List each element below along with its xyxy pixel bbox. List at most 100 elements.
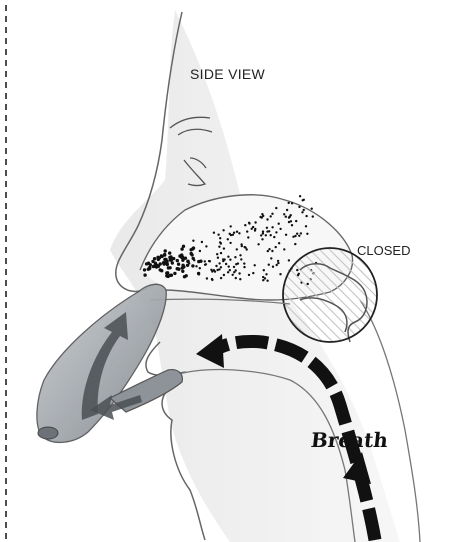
spray-particle [219,237,221,239]
spray-particle [270,257,272,259]
spray-particle [273,236,275,238]
side-view-label: SIDE VIEW [190,66,265,82]
spray-particle [190,252,193,255]
spray-particle [265,234,267,236]
spray-particle [262,232,264,234]
spray-particle [233,266,235,268]
spray-particle [300,232,302,234]
spray-particle [227,238,229,240]
spray-particle [266,280,268,282]
spray-particle [191,264,194,267]
spray-particle [292,236,294,238]
spray-particle [199,250,201,252]
spray-particle [286,209,288,211]
spray-particle [206,277,208,279]
spray-particle [266,218,268,220]
spray-particle [262,276,264,278]
spray-particle [164,249,167,252]
breath-label: Breath [310,428,389,452]
spray-particle [176,267,179,270]
spray-particle [181,255,184,258]
spray-particle [236,231,238,233]
spray-particle [254,264,256,266]
spray-particle [301,211,303,213]
spray-particle [205,245,207,247]
spray-particle [268,264,270,266]
spray-particle [143,273,146,276]
device-end-cap [38,427,58,439]
spray-particle [288,221,290,223]
spray-particle [173,272,176,275]
spray-particle [279,273,281,275]
spray-particle [169,258,172,261]
spray-particle [229,259,231,261]
spray-particle [261,213,263,215]
spray-particle [283,213,285,215]
spray-particle [211,278,213,280]
spray-particle [192,240,194,242]
spray-particle [180,247,183,250]
spray-particle [225,263,227,265]
spray-particle [233,271,235,273]
spray-particle [299,195,301,197]
spray-particle [235,277,237,279]
spray-particle [192,257,195,260]
spray-particle [228,265,230,267]
spray-particle [208,260,210,262]
spray-particle [270,215,272,217]
spray-particle [267,250,269,252]
spray-particle [185,274,188,277]
spray-particle [168,251,171,254]
spray-particle [223,274,225,276]
spray-particle [186,260,189,263]
spray-particle [201,241,203,243]
spray-particle [235,263,237,265]
spray-particle [306,233,308,235]
spray-particle [167,266,170,269]
spray-particle [238,272,240,274]
spray-particle [157,265,160,268]
spray-particle [171,261,174,264]
spray-particle [298,235,300,237]
spray-particle [278,223,280,225]
spray-particle [271,213,273,215]
spray-particle [217,234,219,236]
spray-particle [271,226,273,228]
spray-particle [295,220,297,222]
spray-particle [262,279,264,281]
spray-particle [240,258,242,260]
spray-particle [220,277,222,279]
spray-particle [227,271,229,273]
spray-particle [192,246,195,249]
spray-particle [218,246,220,248]
spray-particle [312,215,314,217]
spray-particle [229,269,231,271]
spray-particle [213,232,215,234]
spray-particle [268,230,270,232]
spray-particle [215,265,217,267]
spray-particle [165,271,168,274]
spray-particle [294,243,296,245]
spray-particle [204,264,206,266]
spray-particle [275,207,277,209]
spray-particle [303,209,305,211]
spray-particle [199,267,201,269]
spray-particle [252,272,254,274]
spray-particle [277,262,279,264]
spray-particle [246,230,248,232]
spray-particle [160,269,163,272]
spray-particle [219,241,221,243]
spray-particle [164,261,167,264]
spray-particle [285,216,287,218]
spray-particle [157,258,160,261]
spray-particle [229,242,231,244]
spray-particle [233,232,235,234]
spray-particle [285,234,287,236]
spray-particle [244,246,246,248]
spray-particle [261,216,263,218]
spray-particle [276,264,278,266]
spray-particle [243,266,245,268]
spray-particle [166,275,169,278]
spray-particle [254,228,256,230]
spray-particle [143,268,146,271]
